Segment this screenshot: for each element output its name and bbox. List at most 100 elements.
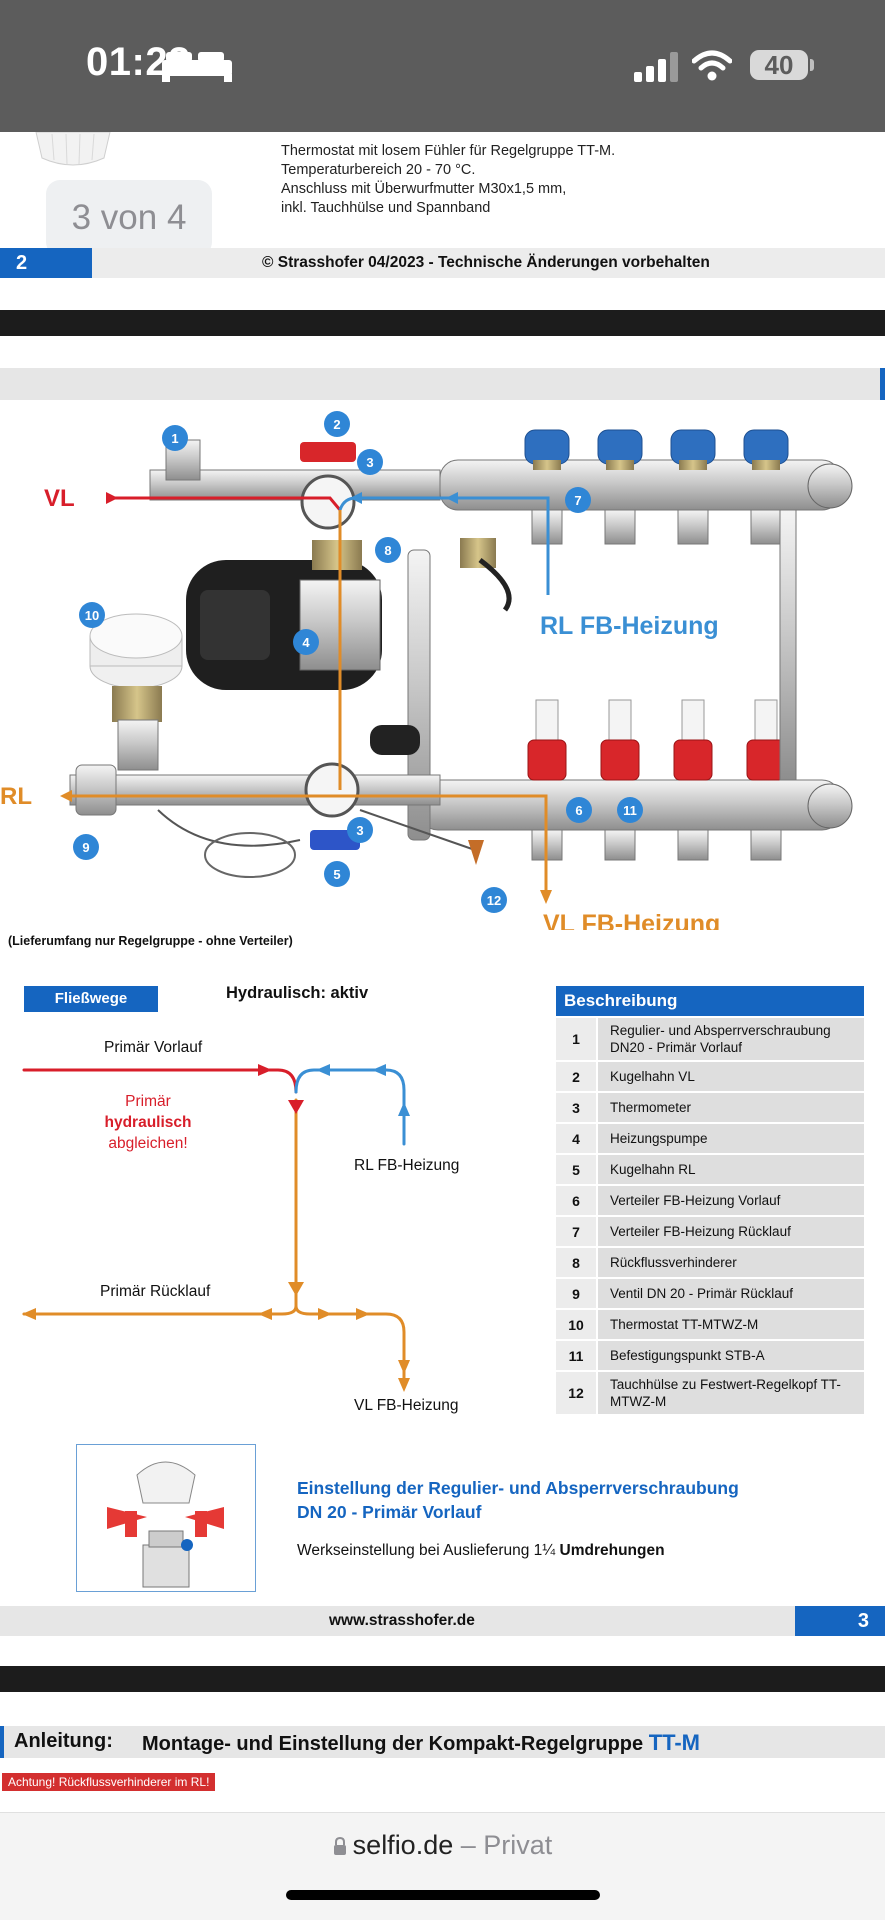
page4-header <box>0 1726 885 1758</box>
rl-label: RL <box>0 783 32 810</box>
marker-5: 5 <box>333 867 340 882</box>
vl-label: VL <box>44 485 75 512</box>
row-number: 12 <box>556 1372 596 1414</box>
page3-url: www.strasshofer.de <box>329 1612 475 1629</box>
row-description: Rückflussverhinderer <box>598 1248 864 1277</box>
anleitung-label: Anleitung: <box>14 1730 113 1752</box>
anleitung-title: Montage- und Einstellung der Kompakt-Reg… <box>142 1730 700 1756</box>
page2-footer <box>0 248 885 278</box>
page4-header-tick <box>0 1726 4 1758</box>
wifi-icon <box>692 50 732 81</box>
battery-indicator: 40 <box>750 50 808 80</box>
lieferumfang-note: (Lieferumfang nur Regelgruppe - ohne Ver… <box>8 934 293 948</box>
marker-1: 1 <box>171 431 178 446</box>
row-number: 4 <box>556 1124 596 1153</box>
row-number: 6 <box>556 1186 596 1215</box>
werkseinstellung-text: Werkseinstellung bei Auslieferung 1¼ Umd… <box>297 1542 665 1560</box>
marker-6: 6 <box>575 803 582 818</box>
url-separator: – <box>453 1830 484 1860</box>
marker-11: 11 <box>623 803 637 818</box>
browsing-mode: Privat <box>483 1830 553 1860</box>
browser-bottom-bar <box>0 1812 885 1920</box>
row-description: Verteiler FB-Heizung Rücklauf <box>598 1217 864 1246</box>
table-header: Beschreibung <box>556 986 864 1016</box>
primaer-ruecklauf-label: Primär Rücklauf <box>100 1283 211 1300</box>
flow-rl-fb-label: RL FB-Heizung <box>354 1157 459 1174</box>
page3-number: 3 <box>795 1606 885 1636</box>
thermostat-image <box>35 132 111 166</box>
marker-7: 7 <box>574 493 581 508</box>
row-description: Heizungspumpe <box>598 1124 864 1153</box>
marker-4: 4 <box>302 635 310 650</box>
row-description: Regulier- und Absperrverschraubung DN20 … <box>598 1018 864 1060</box>
row-description: Thermometer <box>598 1093 864 1122</box>
valve-adjustment-image <box>76 1444 256 1592</box>
flow-vl-fb-label: VL FB-Heizung <box>354 1397 459 1414</box>
home-indicator[interactable] <box>286 1890 600 1900</box>
row-description: Befestigungspunkt STB-A <box>598 1341 864 1370</box>
url-domain: selfio.de <box>352 1830 454 1860</box>
sleep-bed-icon <box>162 52 232 82</box>
thermostat-description: Thermostat mit losem Fühler für Regelgru… <box>281 142 615 218</box>
row-description: Kugelhahn RL <box>598 1155 864 1184</box>
einstellung-title-line: Einstellung der Regulier- und Absperrver… <box>297 1478 739 1498</box>
einstellung-title-line: DN 20 - Primär Vorlauf <box>297 1502 482 1522</box>
lock-icon <box>333 1836 346 1855</box>
flow-diagram: Primär Vorlauf Primär hydraulisch abglei… <box>22 1039 459 1414</box>
status-bar: 01:22 40 <box>0 0 885 132</box>
battery-tip <box>810 59 814 71</box>
werkseinstellung-value: Werkseinstellung bei Auslieferung 1¼ <box>297 1542 560 1559</box>
row-number: 9 <box>556 1279 596 1308</box>
achtung-banner: Achtung! Rückflussverhinderer im RL! <box>2 1773 216 1791</box>
row-number: 7 <box>556 1217 596 1246</box>
einstellung-title: Einstellung der Regulier- und Absperrver… <box>297 1476 739 1524</box>
row-description: Ventil DN 20 - Primär Rücklauf <box>598 1279 864 1308</box>
wrench-icon <box>107 1461 224 1588</box>
vl-fb-heizung-label: VL FB-Heizung <box>543 910 720 930</box>
page3-header-tick <box>880 368 885 400</box>
cellular-signal-icon <box>634 52 678 82</box>
address-bar[interactable]: selfio.de – Privat <box>0 1830 885 1861</box>
row-number: 3 <box>556 1093 596 1122</box>
page-separator <box>0 310 885 336</box>
marker-9: 9 <box>82 840 89 855</box>
thermostat-line: Anschluss mit Überwurfmutter M30x1,5 mm, <box>281 181 567 197</box>
row-description: Kugelhahn VL <box>598 1062 864 1091</box>
primaer-line1: Primär <box>125 1093 171 1110</box>
thermostat-line: Thermostat mit losem Fühler für Regelgru… <box>281 143 616 159</box>
row-number: 11 <box>556 1341 596 1370</box>
marker-3b: 3 <box>356 823 363 838</box>
page3-header-strip <box>0 368 885 400</box>
row-number: 10 <box>556 1310 596 1339</box>
row-description: Tauchhülse zu Festwert-Regelkopf TT-MTWZ… <box>598 1372 864 1414</box>
thermostat-line: inkl. Tauchhülse und Spannband <box>281 200 491 216</box>
fliesswege-badge: Fließwege <box>24 986 158 1012</box>
rl-fb-heizung-label: RL FB-Heizung <box>540 612 719 640</box>
row-number: 1 <box>556 1018 596 1060</box>
marker-10: 10 <box>85 608 99 623</box>
thermostat-line: Temperaturbereich 20 - 70 °C. <box>281 162 476 178</box>
marker-2: 2 <box>333 417 340 432</box>
anleitung-title-text: Montage- und Einstellung der Kompakt-Reg… <box>142 1733 649 1755</box>
marker-3: 3 <box>366 455 373 470</box>
hydraulisch-status: Hydraulisch: aktiv <box>226 984 369 1002</box>
werkseinstellung-unit: Umdrehungen <box>559 1542 665 1559</box>
row-description: Thermostat TT-MTWZ-M <box>598 1310 864 1339</box>
row-number: 5 <box>556 1155 596 1184</box>
page3-footer <box>0 1606 885 1636</box>
page2-number: 2 <box>0 248 92 278</box>
page2-copyright: © Strasshofer 04/2023 - Technische Änder… <box>262 254 710 271</box>
